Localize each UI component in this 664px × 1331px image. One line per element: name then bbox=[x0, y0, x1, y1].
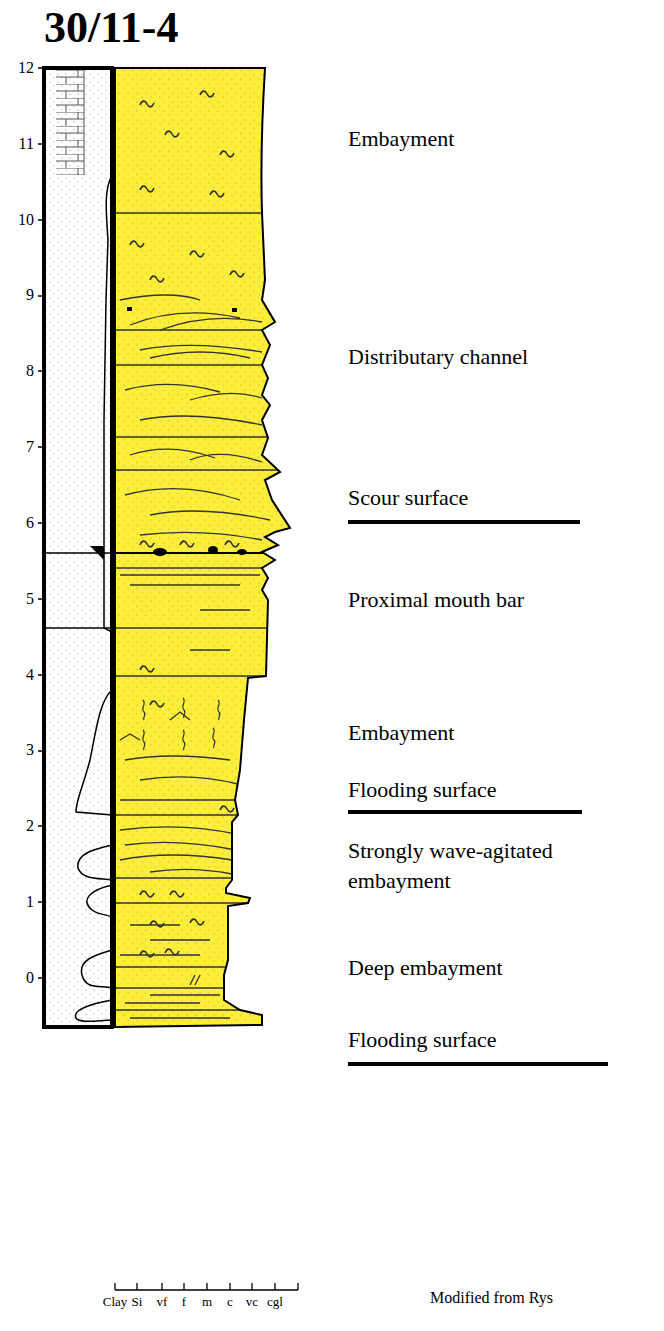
depth-number: 3 bbox=[26, 740, 34, 760]
surface-label: Flooding surface bbox=[348, 1026, 496, 1054]
grain-size-label: Si bbox=[132, 1294, 143, 1310]
grain-size-label: cgl bbox=[267, 1294, 283, 1310]
depth-number: 8 bbox=[26, 361, 34, 381]
source-note: Modified from Rys bbox=[430, 1288, 553, 1308]
depth-number: 6 bbox=[26, 513, 34, 533]
depth-number: 0 bbox=[26, 968, 34, 988]
facies-label: Strongly wave-agitated embayment bbox=[348, 836, 653, 895]
depth-number: 11 bbox=[19, 134, 34, 154]
depth-number: 12 bbox=[18, 58, 34, 78]
depth-number: 1 bbox=[26, 892, 34, 912]
grain-size-label: c bbox=[227, 1294, 233, 1310]
depth-number: 7 bbox=[26, 437, 34, 457]
grain-size-label: m bbox=[202, 1294, 212, 1310]
grain-size-label: Clay bbox=[103, 1294, 128, 1310]
facies-label: Embayment bbox=[348, 125, 454, 153]
surface-label: Flooding surface bbox=[348, 776, 496, 804]
grain-size-label: vc bbox=[246, 1294, 258, 1310]
grain-size-label: f bbox=[182, 1294, 186, 1310]
depth-number: 10 bbox=[18, 210, 34, 230]
depth-number: 4 bbox=[26, 665, 34, 685]
depth-number: 9 bbox=[26, 285, 34, 305]
depth-number: 5 bbox=[26, 589, 34, 609]
depth-number: 2 bbox=[26, 816, 34, 836]
facies-label: Distributary channel bbox=[348, 343, 528, 371]
facies-label: Proximal mouth bar bbox=[348, 586, 524, 614]
grain-size-label: vf bbox=[157, 1294, 168, 1310]
facies-label: Deep embayment bbox=[348, 954, 503, 982]
log-title: 30/11-4 bbox=[44, 4, 178, 52]
surface-label: Scour surface bbox=[348, 484, 468, 512]
facies-label: Embayment bbox=[348, 719, 454, 747]
